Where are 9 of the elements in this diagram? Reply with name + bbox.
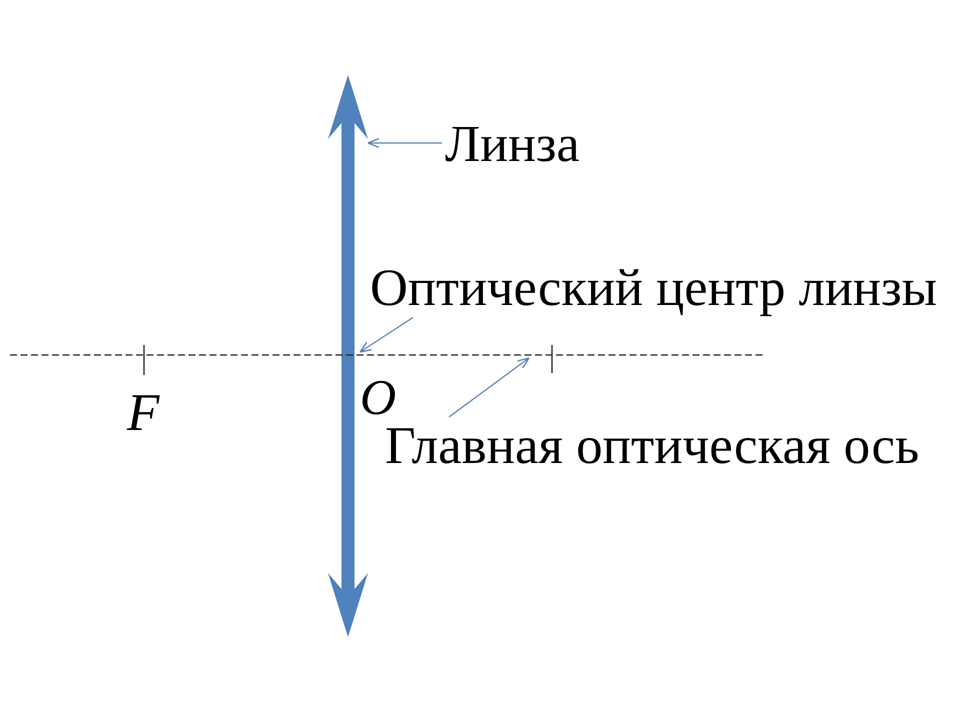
lens-label: Линза <box>445 119 580 171</box>
optical-axis-label: Главная оптическая ось <box>385 420 920 473</box>
optical-axis-line <box>10 352 765 358</box>
leader-line <box>367 138 442 148</box>
leader-line <box>359 317 414 353</box>
leader-line <box>448 357 530 418</box>
optical-center-point-label: O <box>360 372 396 422</box>
focus-point-label: F <box>127 387 160 440</box>
optical-center-label: Оптический центр линзы <box>370 262 938 314</box>
